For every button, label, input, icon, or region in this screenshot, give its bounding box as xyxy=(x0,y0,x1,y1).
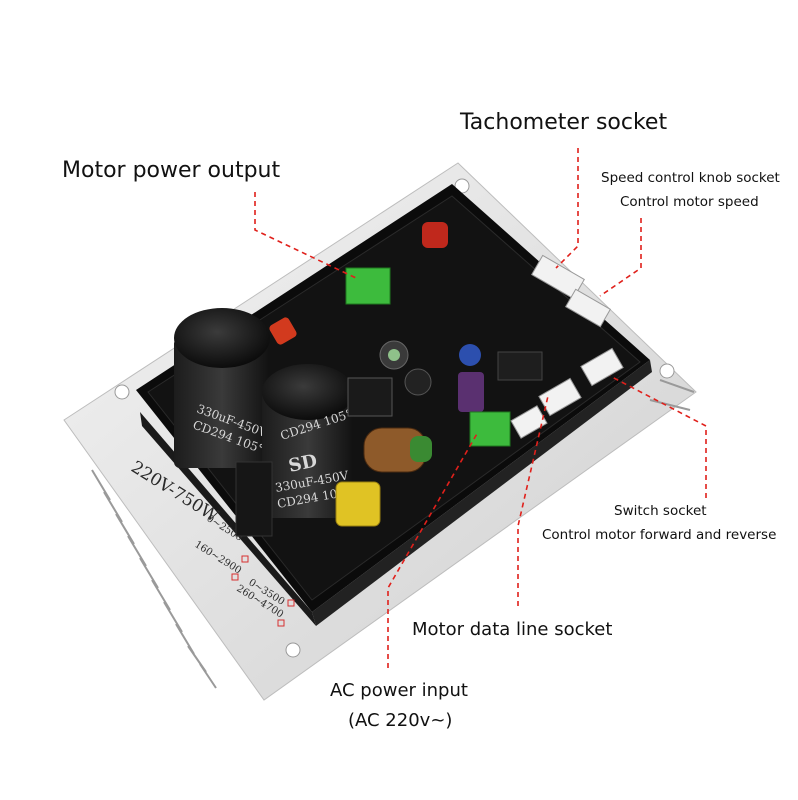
leader-ac-input xyxy=(387,431,479,668)
green-component xyxy=(410,436,432,462)
tachometer-socket-label: Tachometer socket xyxy=(460,110,668,135)
blue-capacitor xyxy=(459,344,481,366)
speed-knob-description: Control motor speed xyxy=(620,194,759,210)
ac-power-input-label: AC power input xyxy=(330,680,468,701)
red-capacitor xyxy=(269,317,297,345)
ac-power-spec-label: (AC 220v~) xyxy=(348,710,453,731)
speed-knob-connector xyxy=(564,288,612,328)
motor-power-connector xyxy=(345,267,391,305)
ac-input-connector xyxy=(469,411,511,447)
leader-tachometer xyxy=(555,148,579,269)
leader-speed-knob xyxy=(599,218,642,297)
bridge-rectifier xyxy=(235,461,273,537)
ic-chip xyxy=(497,351,543,381)
motor-power-output-label: Motor power output xyxy=(62,158,281,183)
mount-hole xyxy=(659,363,675,379)
speed-knob-socket-label: Speed control knob socket xyxy=(601,170,780,186)
purple-capacitor xyxy=(458,372,484,412)
heatsink-fins xyxy=(91,379,695,689)
tachometer-connector xyxy=(531,254,585,300)
relay xyxy=(347,377,393,417)
switch-socket-label: Switch socket xyxy=(614,503,707,519)
leader-lines xyxy=(254,148,707,668)
range-checkbox xyxy=(231,573,239,581)
range-checkbox xyxy=(287,599,295,607)
leader-switch xyxy=(609,375,707,498)
capacitor-1: 330uF-450V CD294 105°C xyxy=(174,308,274,468)
connectors xyxy=(345,254,624,447)
mount-hole xyxy=(285,642,301,658)
motor-data-connector xyxy=(538,377,582,417)
red-capacitor xyxy=(422,222,448,248)
components xyxy=(235,222,543,537)
switch-connector xyxy=(580,347,624,387)
motor-data-line-socket-label: Motor data line socket xyxy=(412,619,613,640)
range-checkbox xyxy=(241,555,249,563)
range-checkbox xyxy=(277,619,285,627)
yellow-capacitor xyxy=(335,481,381,527)
leader-motor-power xyxy=(254,192,357,279)
mount-hole xyxy=(114,384,130,400)
motor-data-connector xyxy=(510,405,548,439)
switch-socket-description: Control motor forward and reverse xyxy=(542,527,777,543)
capacitor-2: CD294 105°C SD 330uF-450V CD294 105°C xyxy=(262,364,362,518)
